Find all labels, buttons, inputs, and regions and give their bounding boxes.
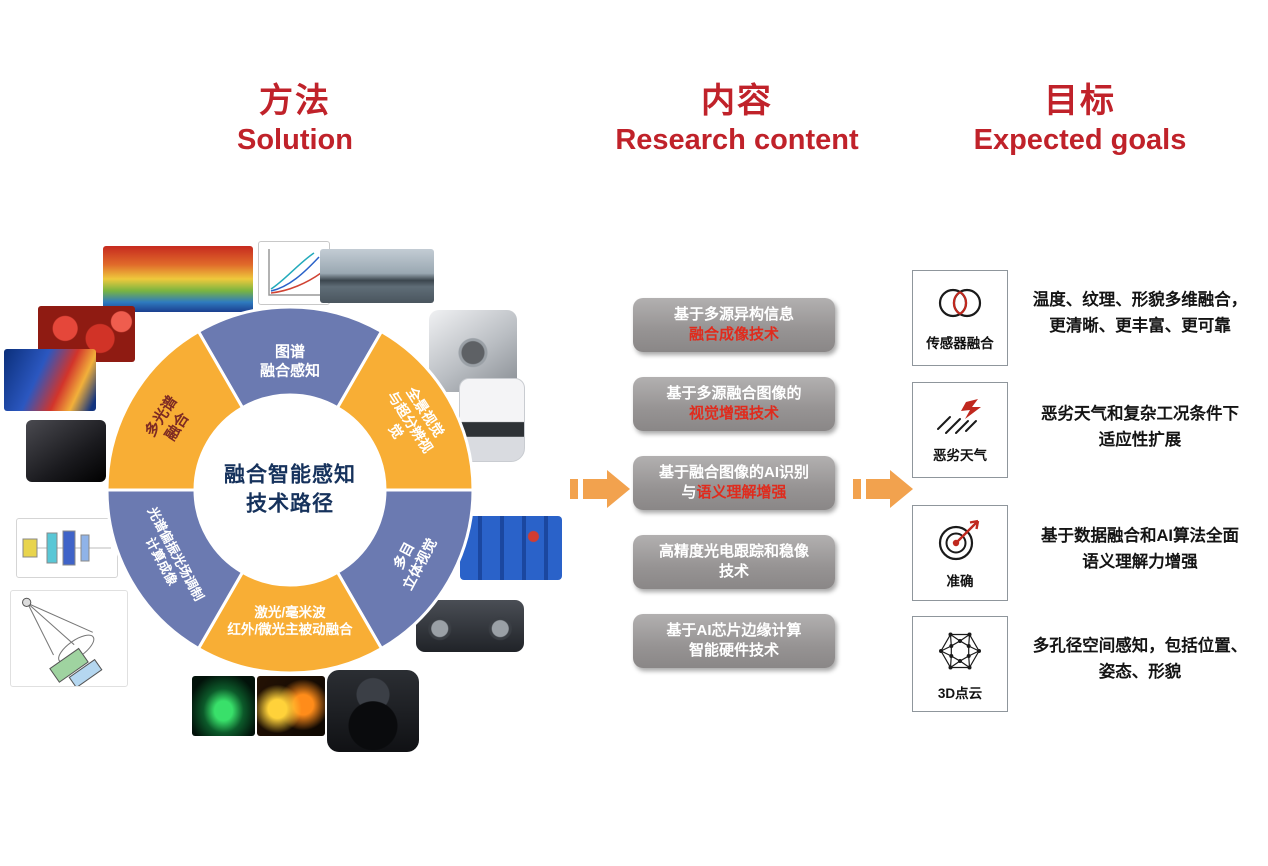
header-research-en: Research content — [615, 124, 859, 156]
research-box-line2: 智能硬件技术 — [688, 642, 779, 659]
research-box-ai-recognition: 基于融合图像的AI识别 与语义理解增强 — [633, 456, 835, 510]
blue-blocks-image — [460, 516, 562, 580]
optics-schematic-sketch — [22, 597, 103, 689]
black-speaker-image — [26, 420, 106, 482]
research-box-line2: 技术 — [718, 563, 749, 580]
bad-weather-icon — [937, 398, 981, 434]
research-box-line2: 融合成像技术 — [688, 326, 779, 343]
line-chart-image — [258, 241, 330, 305]
line-chart-plot — [268, 249, 323, 296]
header-solution: 方法 Solution — [145, 80, 445, 158]
donut-segment-2 — [335, 488, 475, 651]
goal-desc-point-cloud: 多孔径空间感知，包括位置、 姿态、形貌 — [1032, 637, 1248, 681]
header-expected-goals: 目标 Expected goals — [920, 80, 1240, 158]
research-box-line1: 基于多源异构信息 — [673, 305, 794, 323]
thermal-people-image — [257, 676, 325, 736]
goal-label: 传感器融合 — [926, 335, 994, 351]
donut-segment-5 — [105, 329, 245, 492]
header-research-zh: 内容 — [701, 82, 773, 120]
sonar-display-image — [192, 676, 255, 736]
goal-desc-sensor-fusion: 温度、纹理、形貌多维融合， 更清晰、更丰富、更可靠 — [1032, 291, 1248, 335]
research-box-line1: 基于多源融合图像的 — [666, 384, 802, 402]
gimbal-camera-image — [327, 670, 419, 752]
header-research-content: 内容 Research content — [577, 80, 897, 158]
target-accuracy-icon — [938, 519, 980, 560]
research-box-edge-computing: 基于AI芯片边缘计算 智能硬件技术 — [633, 614, 835, 668]
goal-label: 恶劣天气 — [933, 447, 987, 463]
donut-segment-4 — [105, 488, 245, 651]
thermal-fruit-3d-image — [103, 246, 253, 312]
research-box-line2: 与语义理解增强 — [681, 484, 787, 501]
lens-array-sketch — [22, 530, 111, 566]
lens-array-diagram-image — [16, 518, 118, 578]
research-box-vision-enhancement: 基于多源融合图像的 视觉增强技术 — [633, 377, 835, 431]
goal-desc-accuracy: 基于数据融合和AI算法全面 语义理解力增强 — [1041, 527, 1239, 571]
goal-box-sensor-fusion: 传感器融合 — [912, 270, 1008, 366]
goal-label: 3D点云 — [937, 685, 983, 701]
solution-donut: 图谱 融合感知 全景视觉 与超分辨视觉 多目 立体视觉 激光/毫米波 红外/微光… — [100, 300, 480, 680]
goal-box-bad-weather: 恶劣天气 — [912, 382, 1008, 478]
goal-box-point-cloud: 3D点云 — [912, 616, 1008, 712]
research-box-line1: 高精度光电跟踪和稳像 — [658, 542, 809, 560]
research-box-line1: 基于AI芯片边缘计算 — [666, 621, 802, 639]
research-box-line2: 视觉增强技术 — [688, 405, 779, 422]
optics-schematic-image — [10, 590, 128, 689]
flow-arrow-content-to-goals — [853, 470, 913, 508]
donut-segment-1 — [335, 329, 475, 492]
header-goals-zh: 目标 — [1044, 82, 1116, 120]
goal-box-accuracy: 准确 — [912, 505, 1008, 601]
flow-arrow-solution-to-content — [570, 470, 630, 508]
research-box-line1: 基于融合图像的AI识别 — [658, 463, 809, 481]
header-solution-zh: 方法 — [259, 82, 331, 120]
goal-label: 准确 — [946, 573, 974, 589]
header-solution-en: Solution — [237, 124, 353, 156]
research-box-fusion-imaging: 基于多源异构信息 融合成像技术 — [633, 298, 835, 352]
pipeline-photo-image — [320, 249, 434, 303]
header-goals-en: Expected goals — [973, 124, 1187, 156]
segment-label-lidar: 激光/毫米波 红外/微光主被动融合 — [227, 605, 353, 637]
point-cloud-icon — [939, 632, 981, 669]
segment-label-map-fusion: 图谱 融合感知 — [259, 343, 321, 379]
donut-center-title: 融合智能感知 技术路径 — [224, 463, 356, 516]
stereo-camera-image — [416, 600, 524, 652]
thermal-scene-image — [4, 349, 96, 411]
donut-ring — [105, 305, 475, 675]
goal-desc-bad-weather: 恶劣天气和复杂工况条件下 适应性扩展 — [1041, 405, 1239, 449]
research-box-tracking-stabilization: 高精度光电跟踪和稳像 技术 — [633, 535, 835, 589]
sensor-fusion-icon — [938, 288, 982, 317]
